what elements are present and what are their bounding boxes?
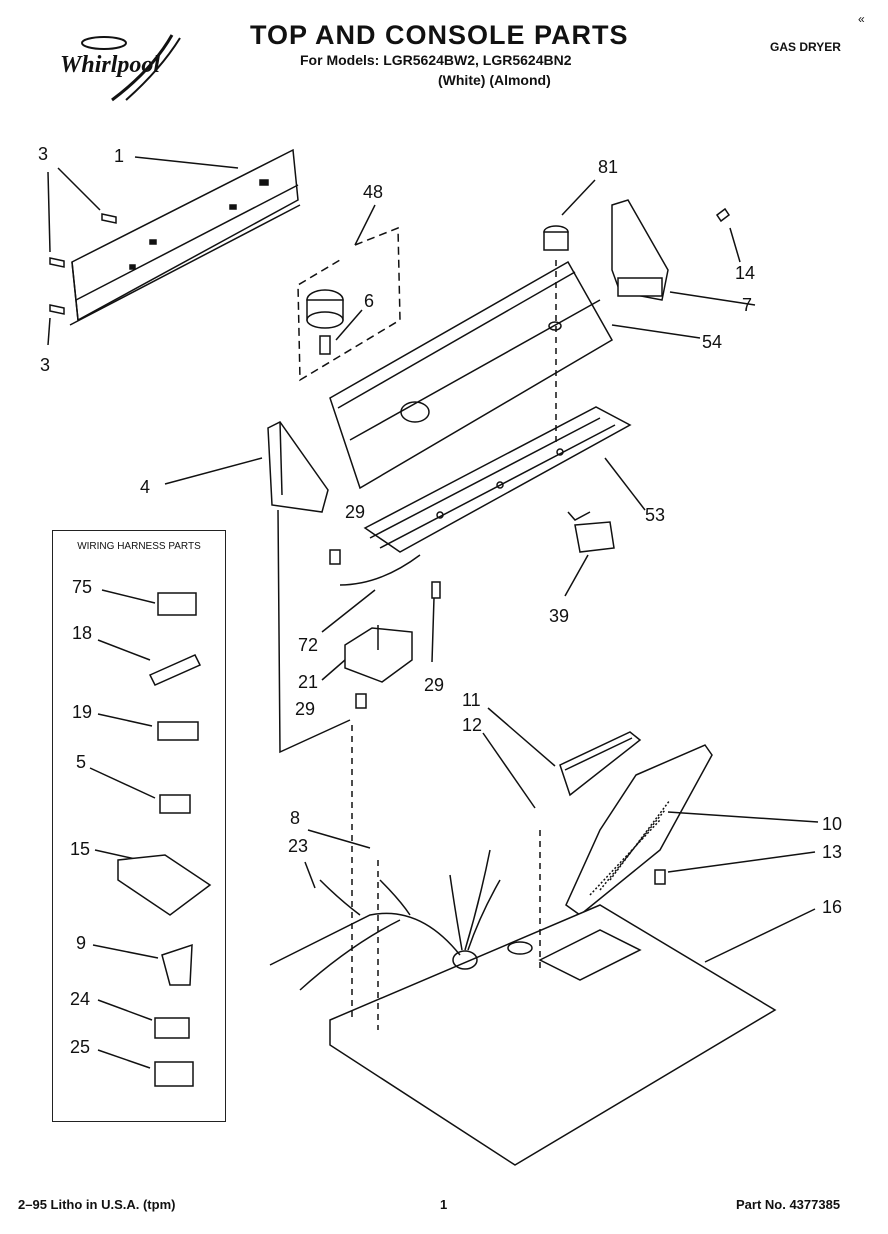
footer-part-number: Part No. 4377385 — [736, 1197, 841, 1212]
callout-29-middle: 29 — [424, 675, 445, 695]
callout-15: 15 — [70, 839, 91, 859]
callout-29-upper: 29 — [345, 502, 366, 522]
screw-14-part — [715, 207, 731, 223]
callout-23: 23 — [288, 836, 309, 856]
callout-3-top: 3 — [38, 144, 49, 164]
leader-lines — [47, 156, 819, 963]
callout-11: 11 — [462, 690, 481, 710]
callout-3-bottom: 3 — [40, 355, 51, 375]
wiring-harness-panel — [52, 530, 226, 1122]
callout-13: 13 — [822, 842, 843, 862]
product-type: GAS DRYER — [770, 40, 841, 54]
logo-text: Whirlpool — [60, 52, 161, 78]
footer-print-info: 2–95 Litho in U.S.A. (tpm) — [18, 1197, 176, 1212]
dryer-top-part — [329, 904, 777, 1166]
console-end-part — [267, 421, 329, 513]
screw-part — [49, 213, 117, 315]
corner-mark: « — [858, 12, 865, 26]
callout-1: 1 — [114, 146, 125, 166]
callout-9: 9 — [76, 933, 87, 953]
page-title: TOP AND CONSOLE PARTS — [250, 20, 629, 50]
callout-54: 54 — [702, 332, 723, 352]
timer-part — [344, 625, 413, 683]
knob-81-part — [543, 225, 569, 251]
wiring-harness-title: WIRING HARNESS PARTS — [77, 541, 201, 552]
screw-13-part — [654, 869, 666, 885]
screw-29b-part — [431, 581, 441, 599]
wire-harness-part — [269, 849, 501, 991]
callout-48: 48 — [363, 182, 384, 202]
harness-parts — [89, 589, 212, 1087]
screw-29-part — [329, 549, 341, 565]
rear-panel-part — [69, 148, 301, 326]
console-top-part — [329, 260, 614, 490]
whirlpool-logo: Whirlpool — [42, 30, 202, 102]
callout-5: 5 — [76, 752, 87, 772]
end-cap-part — [611, 199, 669, 301]
logo-swoosh-icon — [81, 34, 181, 102]
callout-6: 6 — [364, 291, 375, 311]
callout-21: 21 — [298, 672, 319, 692]
callout-19: 19 — [72, 702, 93, 722]
frame-outline — [277, 509, 351, 754]
callout-81: 81 — [598, 157, 619, 177]
callout-72: 72 — [298, 635, 319, 655]
callout-4: 4 — [140, 477, 151, 497]
screw-29c-part — [355, 693, 367, 709]
cover-11-part — [559, 731, 642, 797]
switch-39-part — [567, 511, 615, 553]
callout-53: 53 — [645, 505, 666, 525]
callout-7: 7 — [742, 295, 753, 315]
lint-grille-part — [565, 744, 713, 916]
callout-39: 39 — [549, 606, 570, 626]
console-bracket-part — [363, 406, 632, 553]
callout-75: 75 — [72, 577, 93, 597]
callout-18: 18 — [72, 623, 93, 643]
model-list: For Models: LGR5624BW2, LGR5624BN2 — [300, 52, 572, 68]
footer-page-number: 1 — [440, 1197, 448, 1212]
harness-wire-72 — [339, 554, 421, 586]
callout-12: 12 — [462, 715, 483, 735]
callout-8: 8 — [290, 808, 301, 828]
callout-14: 14 — [735, 263, 756, 283]
color-list: (White) (Almond) — [438, 72, 551, 88]
guide-lines — [351, 260, 557, 1030]
callout-16: 16 — [822, 897, 843, 917]
callout-25: 25 — [70, 1037, 91, 1057]
knob-part — [306, 289, 344, 355]
callout-29-lower: 29 — [295, 699, 316, 719]
callout-24: 24 — [70, 989, 91, 1009]
callout-10: 10 — [822, 814, 843, 834]
knob-kit-box — [297, 226, 401, 382]
